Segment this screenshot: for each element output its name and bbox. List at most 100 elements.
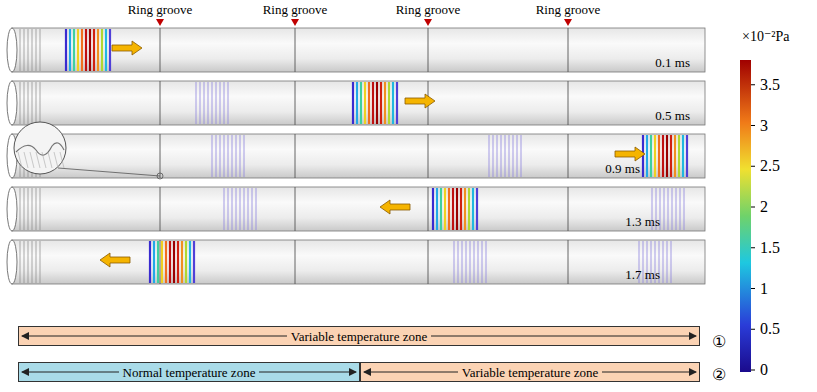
- direction-arrow: [405, 94, 435, 108]
- wave-band: [481, 241, 483, 283]
- tick-label: 0.5: [760, 321, 780, 337]
- wave-band: [508, 135, 510, 177]
- tick-label: 1.5: [760, 240, 780, 256]
- wave-band: [149, 241, 151, 283]
- wave-band: [81, 29, 83, 71]
- wave-band: [666, 135, 668, 177]
- wave-band: [73, 29, 75, 71]
- wave-band: [223, 135, 225, 177]
- ring-groove: [160, 28, 161, 72]
- ring-groove: [568, 28, 569, 72]
- groove-marker: [424, 19, 432, 26]
- tick-mark: [751, 329, 755, 330]
- wave-band: [195, 82, 197, 124]
- time-label: 1.7 ms: [625, 268, 660, 281]
- ring-groove: [295, 187, 296, 231]
- wave-band: [492, 135, 494, 177]
- wave-band: [675, 188, 677, 230]
- wave-band: [658, 135, 660, 177]
- callout-number: ②: [712, 367, 726, 383]
- wave-band: [380, 82, 382, 124]
- zone-label: Variable temperature zone: [287, 330, 431, 343]
- ring-groove: [428, 28, 429, 72]
- wave-band: [504, 135, 506, 177]
- wave-band: [376, 82, 378, 124]
- wave-band: [392, 82, 394, 124]
- zone-label: Normal temperature zone: [119, 366, 260, 379]
- pipe-end: [7, 187, 17, 231]
- wave-band: [251, 188, 253, 230]
- wave-band: [77, 29, 79, 71]
- ring-groove: [568, 134, 569, 178]
- wave-band: [464, 188, 466, 230]
- wave-band: [193, 241, 195, 283]
- ring-groove: [160, 81, 161, 125]
- wave-band: [215, 82, 217, 124]
- thread-line: [28, 29, 29, 71]
- wave-band: [231, 135, 233, 177]
- mesh-line: [30, 152, 34, 168]
- wave-band: [465, 241, 467, 283]
- wave-band: [165, 241, 167, 283]
- wave-band: [667, 188, 669, 230]
- pipe-body: [12, 187, 705, 231]
- wave-band: [243, 188, 245, 230]
- groove-label: Ring groove: [128, 3, 193, 16]
- wave-band: [432, 188, 434, 230]
- wave-band: [456, 188, 458, 230]
- thread-line: [20, 241, 21, 283]
- wave-band: [153, 241, 155, 283]
- wave-band: [255, 188, 257, 230]
- wave-band: [654, 135, 656, 177]
- tick-mark: [751, 84, 755, 85]
- thread-line: [36, 82, 37, 124]
- wave-band: [211, 82, 213, 124]
- wave-band: [473, 241, 475, 283]
- wave-band: [360, 82, 362, 124]
- wave-band: [496, 135, 498, 177]
- time-label: 0.5 ms: [655, 109, 690, 122]
- tick-mark: [751, 166, 755, 167]
- thread-line: [24, 241, 25, 283]
- wave-band: [177, 241, 179, 283]
- direction-arrow: [615, 147, 645, 161]
- wave-band: [356, 82, 358, 124]
- mesh-line: [24, 152, 28, 168]
- wave-band: [453, 241, 455, 283]
- mesh-line: [60, 152, 64, 168]
- groove-label: Ring groove: [396, 3, 461, 16]
- wave-band: [215, 135, 217, 177]
- color-bar: [740, 60, 751, 372]
- unit-label: ×10⁻²Pa: [742, 30, 789, 44]
- wave-band: [368, 82, 370, 124]
- tick-label: 2.5: [760, 158, 780, 174]
- wave-band: [670, 135, 672, 177]
- wave-band: [185, 241, 187, 283]
- wave-band: [93, 29, 95, 71]
- groove-label: Ring groove: [536, 3, 601, 16]
- ring-groove: [568, 240, 569, 284]
- wave-band: [460, 188, 462, 230]
- mesh-line: [36, 152, 40, 168]
- mesh-line: [42, 152, 46, 168]
- wave-band: [452, 188, 454, 230]
- wave-band: [223, 82, 225, 124]
- wave-band: [461, 241, 463, 283]
- wave-band: [384, 82, 386, 124]
- wave-band: [663, 188, 665, 230]
- ring-groove: [428, 134, 429, 178]
- thread-line: [40, 82, 41, 124]
- thread-line: [20, 188, 21, 230]
- ring-groove: [568, 81, 569, 125]
- leader-line: [58, 168, 160, 176]
- zone-label: Variable temperature zone: [458, 366, 602, 379]
- tick-mark: [751, 207, 755, 208]
- wave-band: [671, 188, 673, 230]
- wave-band: [477, 241, 479, 283]
- pipe-end: [7, 240, 17, 284]
- wave-band: [219, 82, 221, 124]
- pipe-end: [7, 81, 17, 125]
- wave-band: [457, 241, 459, 283]
- magnified-spot: [157, 173, 163, 179]
- groove-marker: [291, 19, 299, 26]
